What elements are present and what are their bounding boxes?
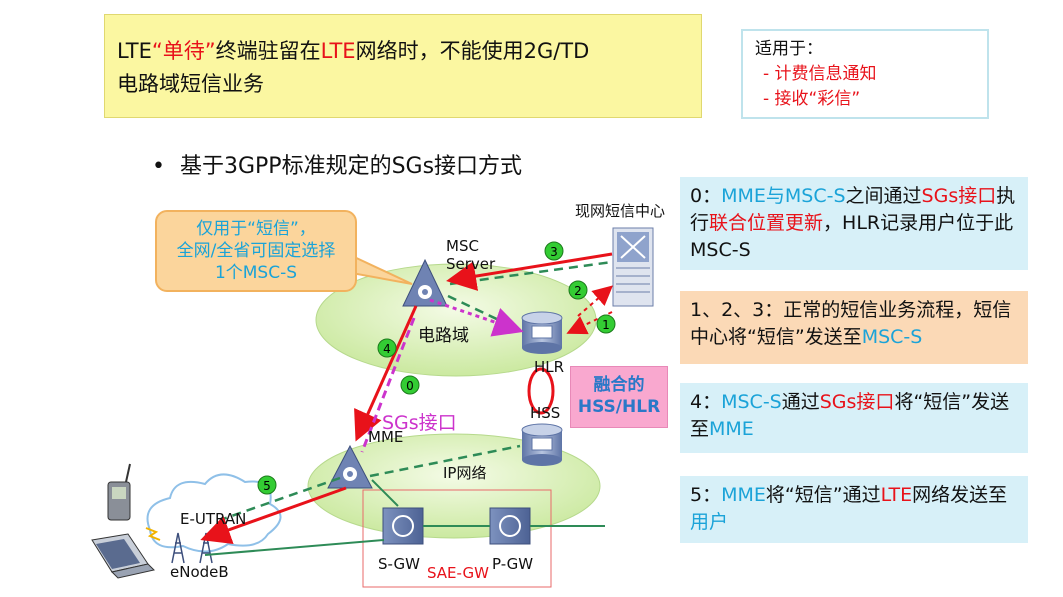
label-hlr: HLR xyxy=(534,358,565,376)
marker-0 xyxy=(400,375,420,395)
bullet-text: 基于3GPP标准规定的SGs接口方式 xyxy=(180,154,523,179)
step-4-text-2: 将“短信”发送至 xyxy=(690,391,1010,440)
label-sgw: S-GW xyxy=(378,555,420,573)
bullet-symbol: • xyxy=(152,154,165,179)
fusion-ring xyxy=(527,367,555,415)
step-4-mme: MME xyxy=(709,418,754,440)
step-0-text-2: 执行 xyxy=(690,185,1016,234)
flow-2 xyxy=(577,285,614,317)
step-5-prefix: 5： xyxy=(690,484,722,506)
marker-3 xyxy=(544,241,564,261)
pgw-icon xyxy=(489,507,531,545)
label-msc: MSC xyxy=(446,237,479,255)
note-callout: 仅用于“短信”， 全网/全省可固定选择 1个MSC-S xyxy=(155,210,357,292)
step-0-prefix: 0： xyxy=(690,185,722,207)
step-4-sgs: SGs接口 xyxy=(819,391,895,413)
marker-4 xyxy=(377,338,397,358)
label-pgw: P-GW xyxy=(492,555,534,573)
title-text-2: 网络时，不能使用2G/TD xyxy=(355,39,590,63)
bearer-mme-sgw xyxy=(371,479,399,507)
note-line-2: 全网/全省可固定选择 xyxy=(176,241,336,261)
signal-mme-eutran xyxy=(219,476,341,522)
marker-5 xyxy=(257,475,277,495)
laptop-icon xyxy=(91,533,155,579)
marker-1 xyxy=(596,314,616,334)
flow-4-msc-to-mme xyxy=(354,305,418,442)
fusion-line-1: 融合的 xyxy=(593,375,645,395)
title-lte: LTE xyxy=(117,39,152,63)
step-4-box: 4：MSC-S通过SGs接口将“短信”发送至MME xyxy=(680,383,1028,453)
marker-4-label: 4 xyxy=(383,342,391,356)
step-5-user: 用户 xyxy=(690,511,729,533)
eutran-cloud xyxy=(146,473,282,553)
label-sgs-interface: SGs接口 xyxy=(382,412,457,434)
label-eutran: E-UTRAN xyxy=(180,510,247,528)
bearer-eutran-sgw xyxy=(204,539,385,556)
label-msc-server: MSC Server xyxy=(446,237,495,273)
fusion-line-2: HSS/HLR xyxy=(577,397,661,417)
flow-3-smsc-to-msc xyxy=(446,252,613,291)
step-123-box: 1、2、3：正常的短信业务流程，短信中心将“短信”发送至MSC-S xyxy=(680,291,1028,364)
step-5-text-1: 将“短信”通过 xyxy=(765,484,881,506)
note-line-1: 仅用于“短信”， xyxy=(196,219,316,239)
step-5-lte: LTE xyxy=(880,484,913,506)
applies-heading: 适用于： xyxy=(755,39,823,59)
marker-2-label: 2 xyxy=(574,284,582,298)
step-5-mme: MME xyxy=(721,484,766,506)
step-4-prefix: 4： xyxy=(690,391,722,413)
marker-5-label: 5 xyxy=(263,479,271,493)
step-5-box: 5：MME将“短信”通过LTE网络发送至用户 xyxy=(680,476,1028,543)
step-0-text-3: ，HLR记录用户位于此MSC-S xyxy=(690,212,1014,261)
step-0-mme-msc: MME与MSC-S xyxy=(721,185,846,207)
bullet-sgs-method: • 基于3GPP标准规定的SGs接口方式 xyxy=(152,148,522,180)
fusion-box: 融合的 HSS/HLR xyxy=(570,366,668,428)
saegw-box xyxy=(362,489,552,588)
label-saegw: SAE-GW xyxy=(427,564,489,582)
label-cs-domain: 电路域 xyxy=(418,326,469,346)
sgs-interface-line xyxy=(360,317,416,453)
step-0-box: 0：MME与MSC-S之间通过SGs接口执行联合位置更新，HLR记录用户位于此M… xyxy=(680,177,1028,270)
marker-0-label: 0 xyxy=(406,379,414,393)
applies-item-billing: - 计费信息通知 xyxy=(763,64,877,84)
marker-3-label: 3 xyxy=(550,245,558,259)
step-0-sgs: SGs接口 xyxy=(921,185,997,207)
sgw-icon xyxy=(382,507,424,545)
label-server: Server xyxy=(446,255,496,273)
title-lte-2: LTE xyxy=(320,39,356,63)
marker-2 xyxy=(568,280,588,300)
title-single-standby: “单待” xyxy=(151,39,216,63)
applies-box: 适用于： - 计费信息通知 - 接收“彩信” xyxy=(741,29,989,119)
step-123-msc-s: MSC-S xyxy=(861,326,923,348)
step-123-text: 1、2、3：正常的短信业务流程，短信中心将“短信”发送至 xyxy=(690,299,1012,348)
step-0-location-update: 联合位置更新 xyxy=(709,212,824,234)
marker-1-label: 1 xyxy=(602,318,610,332)
step-0-text-1: 之间通过 xyxy=(845,185,922,207)
label-hss: HSS xyxy=(530,404,561,422)
msc-server-icon xyxy=(402,258,448,307)
title-box: LTE“单待”终端驻留在LTE网络时，不能使用2G/TD 电路域短信业务 xyxy=(104,14,702,118)
hss-icon xyxy=(521,423,563,466)
step-4-msc-s: MSC-S xyxy=(721,391,782,413)
lightning-icon xyxy=(145,527,161,541)
label-ip-network: IP网络 xyxy=(443,464,487,482)
signal-mme-hss xyxy=(369,444,521,478)
applies-item-mms: - 接收“彩信” xyxy=(763,89,861,109)
label-smsc: 现网短信中心 xyxy=(575,202,666,220)
step-4-text-1: 通过 xyxy=(781,391,820,413)
handset-icon xyxy=(107,463,131,521)
label-mme: MME xyxy=(368,428,404,446)
smsc-icon xyxy=(612,227,654,307)
label-enodeb: eNodeB xyxy=(170,563,229,581)
title-text-1: 终端驻留在 xyxy=(215,39,321,63)
title-text-3: 电路域短信业务 xyxy=(117,72,264,96)
note-line-3: 1个MSC-S xyxy=(214,263,298,283)
flow-5-mme-to-eutran xyxy=(200,486,347,545)
step-5-text-2: 网络发送至 xyxy=(912,484,1008,506)
hlr-icon xyxy=(521,311,563,354)
signal-msc-smsc xyxy=(449,260,613,286)
